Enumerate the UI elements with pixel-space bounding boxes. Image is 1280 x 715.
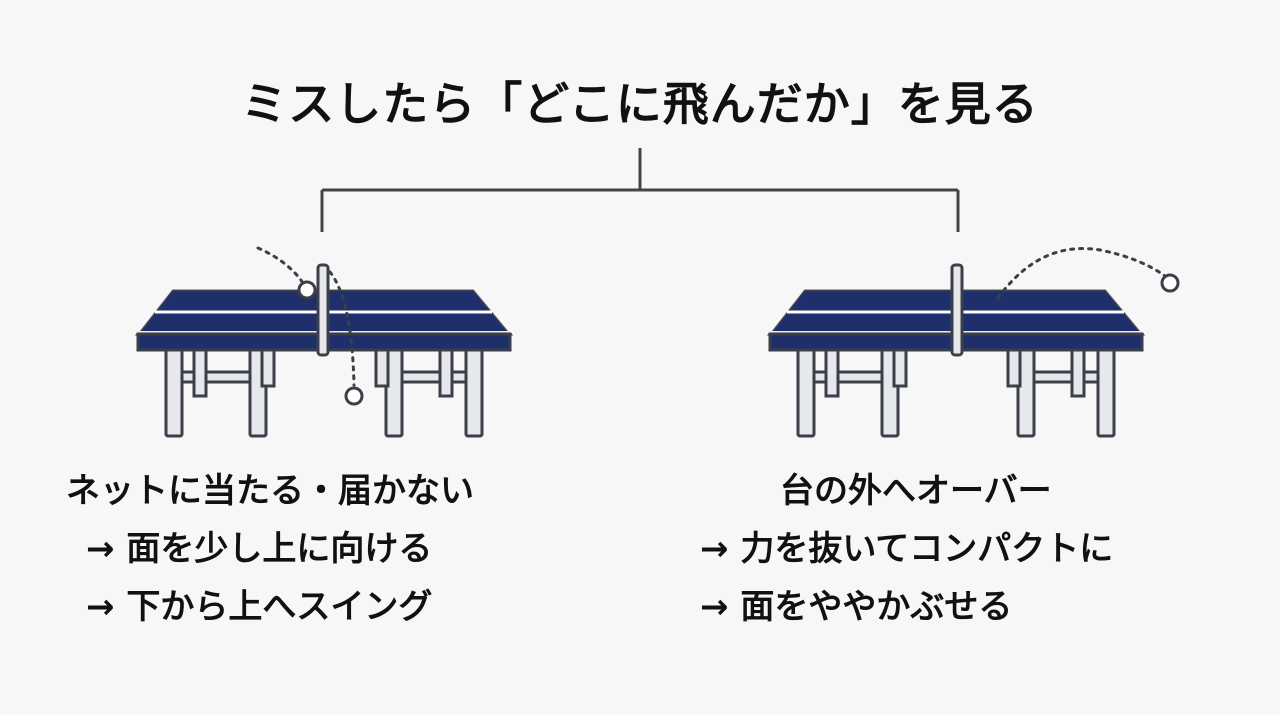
left-table-illustration: [134, 246, 514, 438]
right-ball-trajectory: [996, 247, 1167, 300]
left-ball-trajectory: [256, 246, 307, 288]
left-table-net: [316, 263, 330, 357]
page-title: ミスしたら「どこに飛んだか」を見る: [241, 77, 1039, 131]
left-table-legs: [164, 348, 484, 438]
left-case-step-2: → 下から上へスイング: [86, 587, 433, 627]
right-case-caption: 台の外へオーバー → 力を抜いてコンパクトに → 面をややかぶせる: [700, 462, 1113, 636]
right-case-heading: 台の外へオーバー: [780, 471, 1052, 511]
right-case-step-1: → 力を抜いてコンパクトに: [700, 529, 1114, 569]
left-ball-dropped: [344, 386, 364, 406]
left-case-step-1: → 面を少し上に向ける: [86, 529, 433, 569]
left-case-heading: ネットに当たる・届かない: [66, 471, 474, 511]
left-ball-hit-net: [297, 280, 317, 300]
right-table-legs: [796, 348, 1116, 438]
right-table-illustration: [766, 247, 1180, 438]
left-case-caption: ネットに当たる・届かない → 面を少し上に向ける → 下から上へスイング: [66, 462, 474, 636]
right-table-net: [950, 263, 964, 357]
connector-bracket: [320, 148, 960, 232]
right-ball-out: [1160, 273, 1180, 293]
right-case-step-2: → 面をややかぶせる: [700, 587, 1013, 627]
